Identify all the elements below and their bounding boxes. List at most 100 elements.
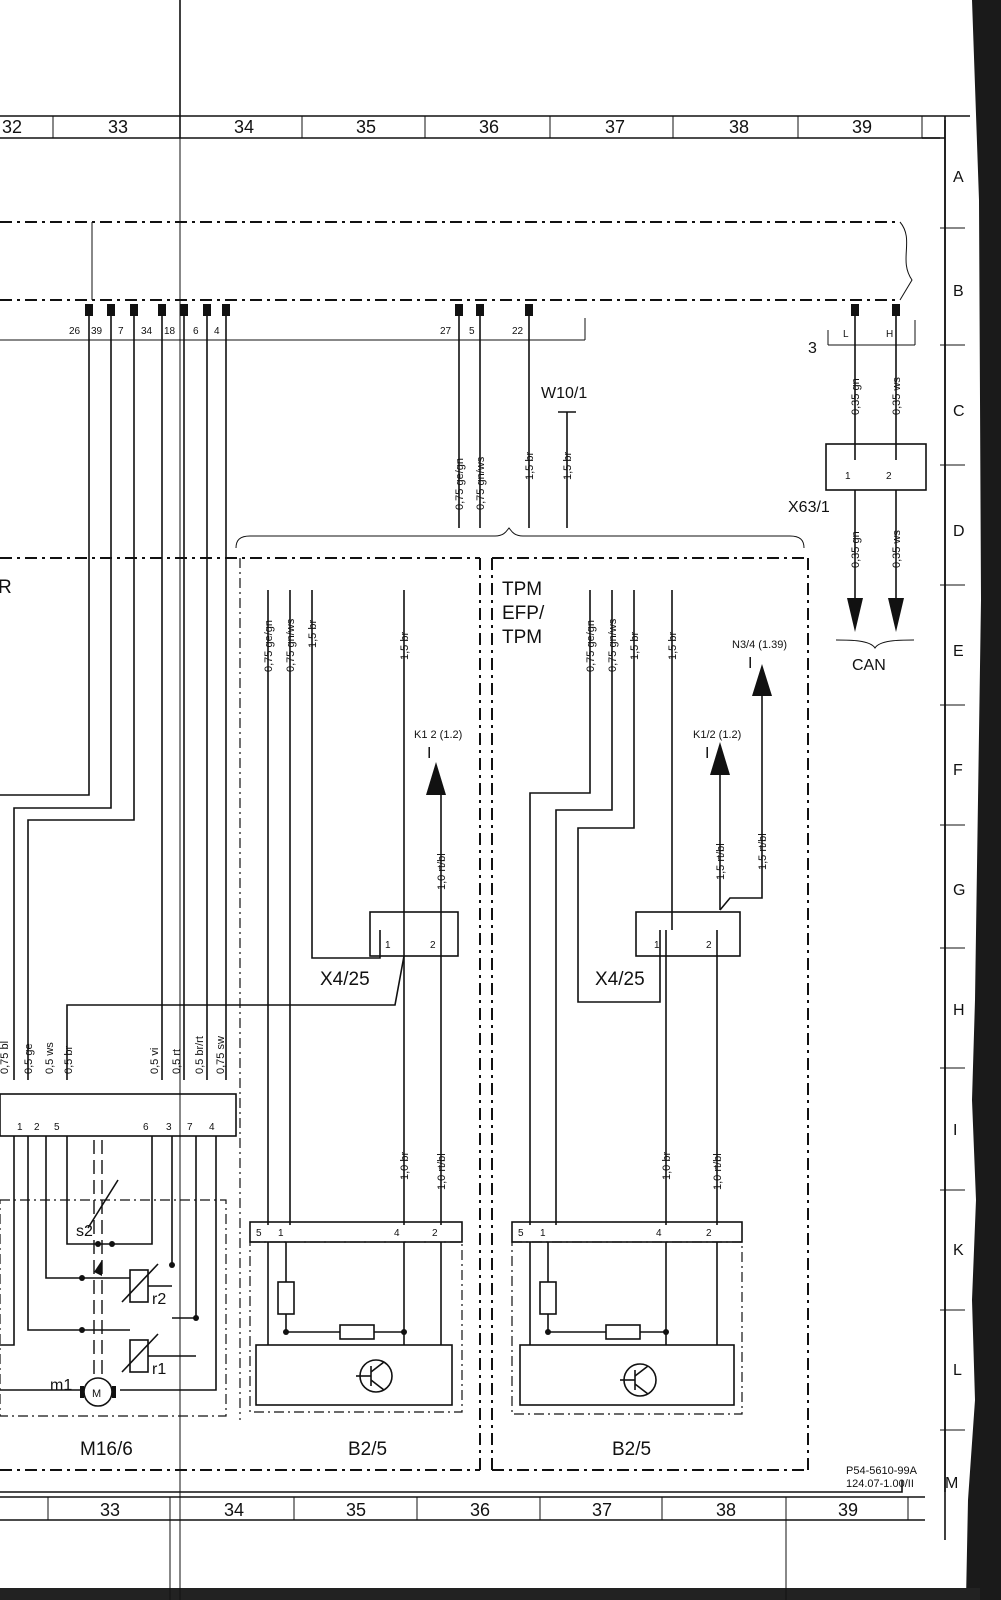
row-strip: A B C D E F G H I K L M [940,120,965,1540]
pin-number: 5 [256,1228,262,1239]
wire-label: 0,75 gn/ws [285,618,297,672]
row-label: I [953,1122,957,1139]
bus-pin: 26 [69,304,93,337]
b25-label-right: B2/5 [612,1439,651,1460]
k12-ref-left: K1 2 (1.2) [414,729,462,741]
wire-label: 0,75 gn/ws [607,618,619,672]
k12-ref-right: K1/2 (1.2) [693,729,741,741]
wire-label: 0,5 ws [44,1042,56,1074]
col-label-bottom: 35 [346,1500,366,1520]
col-label-bottom: 34 [224,1500,244,1520]
wire-label: 0,5 br [63,1046,75,1074]
ref-marker: I [427,745,431,762]
pin-number: 7 [187,1122,193,1133]
row-label: D [953,523,965,540]
wire-label: 0,75 bl [0,1041,11,1074]
scan-edge-right [966,0,1001,1600]
pin-number: 22 [512,326,524,337]
column-header-top: 32 33 34 35 36 37 38 39 [0,0,970,139]
wire-label: 0,5 rt [171,1049,183,1074]
wire-label: 1,5 br [307,620,319,648]
pin-number: 5 [54,1122,60,1133]
bus-pin: 6 [193,304,211,337]
bus-pin-group-can: L H 3 [808,304,900,357]
upper-mid-wires: W10/1 0,75 ge/gn 0,75 gn/ws 1,5 br 1,5 b… [235,316,805,549]
x425-connector-right [635,911,741,957]
pin-number: 7 [118,326,124,337]
wire-label: 1,5 br [524,452,536,480]
footer-code: P54-5610-99A 124.07-1.00/II [846,1465,918,1490]
bus-pin: 22 [512,304,533,337]
bus-pin-group-left: 26 39 7 34 18 6 4 [69,304,230,337]
wire-label: 0,5 ge [23,1043,35,1074]
column-header-bottom: 33 34 35 36 37 38 39 [0,1496,925,1600]
wire-label: 0,35 gn [850,531,862,568]
scan-edge-bottom [0,1588,980,1600]
x425-label-left: X4/25 [320,969,370,990]
can-section: 1 2 X63/1 CAN 0,35 gn 0,35 ws 0,35 gn 0,… [788,316,927,674]
left-group: R 0,75 ge/gn 0,75 gn/ws 1,5 br 1,5 br K1… [0,557,481,1471]
x425-connector-left [369,911,459,957]
wire-label: 1,5 br [562,452,574,480]
row-label: L [953,1362,962,1379]
tpm-label: TPM [502,579,542,600]
drawing-revision: 124.07-1.00/II [846,1478,914,1490]
row-label: A [953,169,964,186]
pin-number: 5 [518,1228,524,1239]
wire-label: 0,5 vi [149,1048,161,1074]
col-label-top: 36 [479,117,499,137]
m16-section: 0,75 bl 0,5 ge 0,5 ws 0,5 br 0,5 vi 0,5 … [0,1036,237,1460]
tpm-label: EFP/ [502,603,545,624]
col-label-bottom: 38 [716,1500,736,1520]
col-label-top: 32 [2,117,22,137]
wire-label: 1,0 rt/bl [436,1153,448,1190]
m16-connector [0,1093,237,1137]
row-label: K [953,1242,964,1259]
left-bus-wires [0,138,227,1600]
wire-label: 1,5 rt/bl [715,843,727,880]
pin-number: 5 [469,326,475,337]
col-label-top: 39 [852,117,872,137]
wire-label: 0,5 br/rt [194,1036,206,1074]
pin-number: 4 [656,1228,662,1239]
bus-pin: 4 [214,304,230,337]
resistor [339,1324,375,1340]
pin-number: 1 [17,1122,23,1133]
col-label-top: 38 [729,117,749,137]
wire-label: 1,5 br [629,632,641,660]
col-label-top: 37 [605,117,625,137]
inner-frame [0,1480,903,1493]
b25-sensor-left [255,1344,453,1406]
pin-number: 4 [209,1122,215,1133]
wire-label: 1,5 rt/bl [757,833,769,870]
n34-ref: N3/4 (1.39) [732,639,787,651]
pin-number: 6 [143,1122,149,1133]
wire-label: 0,75 ge/gn [263,620,275,672]
m1-label: m1 [50,1377,72,1394]
row-label: H [953,1002,965,1019]
pin-number: 6 [193,326,199,337]
right-group: TPM EFP/ TPM 0,75 ge/gn 0,75 gn/ws 1,5 b… [491,557,809,1471]
ref-marker: I [705,745,709,762]
col-label-bottom: 36 [470,1500,490,1520]
w10-label: W10/1 [541,385,587,402]
col-label-bottom: 33 [100,1500,120,1520]
r1-label: r1 [152,1361,166,1378]
pin-number: 1 [278,1228,284,1239]
pin-number: 1 [654,940,660,951]
bus-pin: 34 [141,304,166,337]
drawing-number: P54-5610-99A [846,1465,918,1477]
pin-number: 26 [69,326,81,337]
pin-number: 1 [845,471,851,482]
wire-label: 0,75 sw [215,1036,227,1074]
wire-label: 0,35 ws [891,530,903,568]
x63-connector [825,443,927,491]
s2-label: s2 [76,1223,93,1240]
pin-number: 2 [432,1228,438,1239]
wire-label: 1,0 rt/bl [712,1153,724,1190]
wire-label: 0,75 ge/gn [454,458,466,510]
bus-pin: 5 [469,304,484,337]
wire-label: 0,75 gn/ws [475,456,487,510]
b25-sensor-right [519,1344,735,1406]
row-label: M [945,1475,958,1492]
